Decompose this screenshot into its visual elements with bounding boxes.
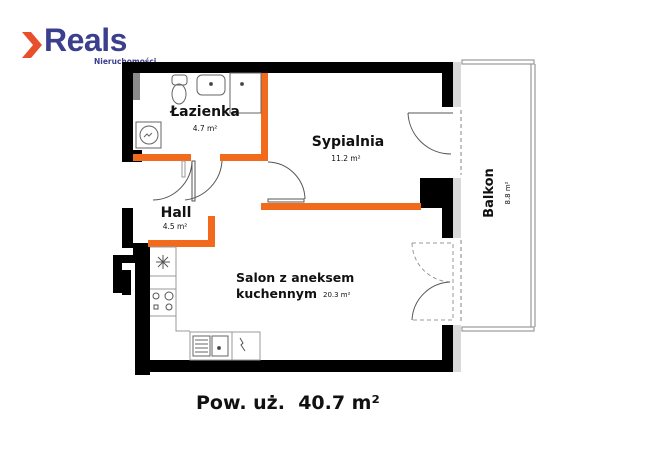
- exterior-walls: [113, 62, 453, 375]
- kitchen-sink-icon: [192, 335, 229, 357]
- brand-subtitle: Nieruchomości: [94, 57, 157, 66]
- room-name-hall: Hall: [161, 205, 192, 221]
- total-value: 40.7 m²: [298, 392, 380, 414]
- stove-icon: [152, 291, 174, 311]
- brand-logo: Reals Nieruchomości: [22, 22, 156, 66]
- room-name-balkon: Balkon: [482, 168, 497, 218]
- window-sills: [453, 62, 461, 372]
- room-name-salon-line1: Salon z aneksem: [236, 270, 354, 285]
- fridge-icon: [156, 255, 170, 269]
- total-label: Pow. uż.: [196, 392, 285, 414]
- room-area-salon: 20.3 m²: [323, 291, 351, 299]
- washing-machine-icon: [135, 121, 162, 149]
- room-area-lazienka: 4.7 m²: [193, 124, 218, 133]
- kitchen-counter: [150, 246, 261, 361]
- room-name-lazienka: Łazienka: [169, 104, 240, 120]
- doors: [152, 112, 454, 321]
- shower-icon: [229, 72, 262, 114]
- sink-icon: [196, 74, 226, 96]
- room-area-hall: 4.5 m²: [163, 222, 188, 231]
- total-usable-area: Pow. uż. 40.7 m²: [196, 392, 380, 414]
- balcony: [460, 59, 536, 332]
- interior-partitions: [133, 73, 421, 247]
- dishwasher-icon: [239, 337, 246, 352]
- room-name-sypialnia: Sypialnia: [312, 134, 385, 150]
- room-area-sypialnia: 11.2 m²: [331, 154, 360, 163]
- room-name-salon-line2: kuchennym: [236, 286, 317, 301]
- chevron-logo-icon: [22, 32, 42, 58]
- brand-name: Reals: [44, 22, 127, 58]
- room-area-balkon: 8.8 m²: [504, 181, 512, 204]
- toilet-icon: [171, 74, 188, 105]
